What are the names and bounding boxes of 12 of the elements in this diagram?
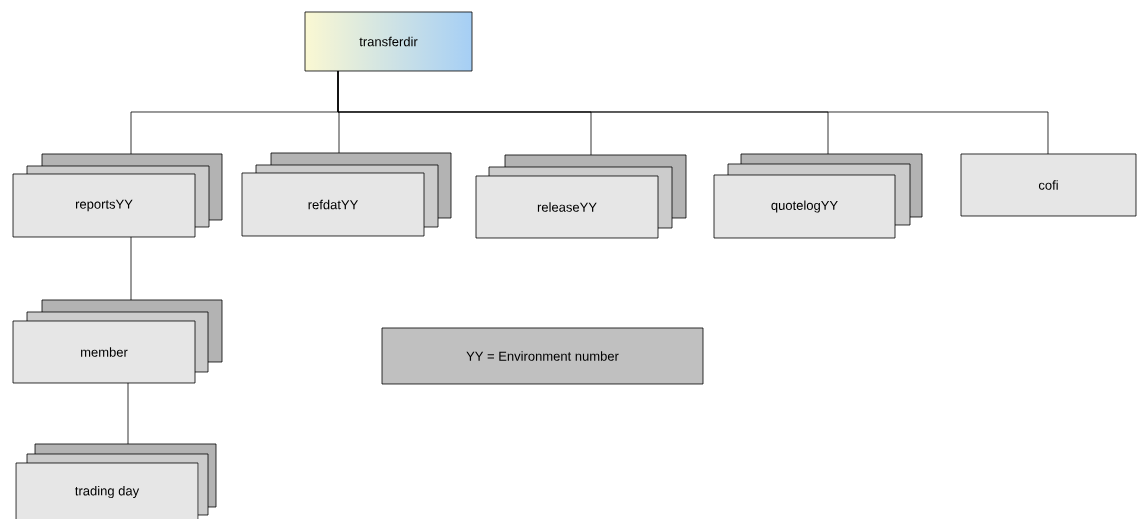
connector-line	[127, 382, 129, 445]
key-box: YY = Environment number	[381, 327, 704, 385]
folder-box: cofi	[960, 153, 1137, 217]
stacked-folder-box: reportsYY	[12, 153, 223, 238]
stacked-folder-box: refdatYY	[241, 152, 452, 237]
stacked-folder-box: member	[12, 299, 223, 384]
connector-line	[130, 236, 132, 301]
stacked-folder-box: trading day	[15, 443, 217, 519]
stacked-folder-box: releaseYY	[475, 154, 687, 239]
folder-box: transferdir	[304, 11, 473, 72]
connector-line	[337, 70, 1049, 155]
stacked-folder-box: quotelogYY	[713, 153, 923, 239]
